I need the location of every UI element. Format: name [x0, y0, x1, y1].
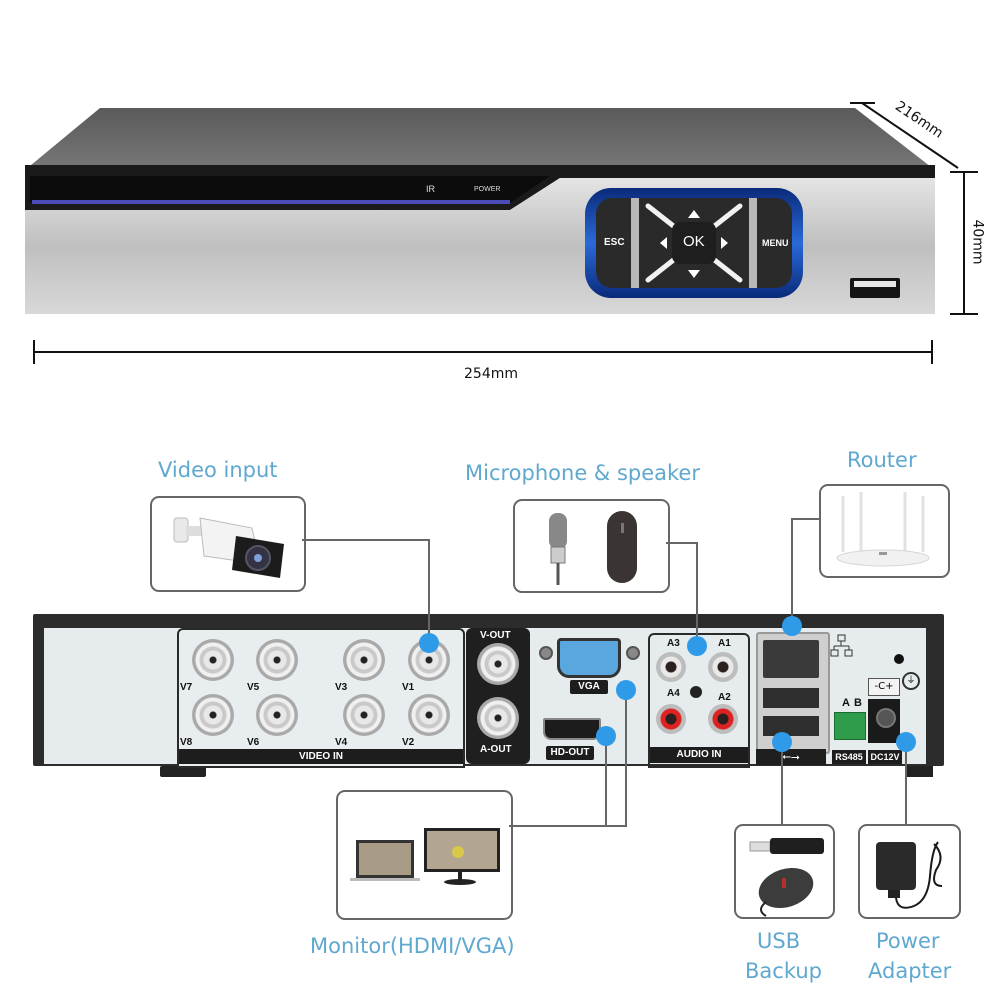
- channel-label-v7: V7: [180, 682, 193, 693]
- audio-label-a3: A3: [667, 638, 680, 649]
- ok-button: OK: [683, 233, 705, 250]
- audio-in-label: AUDIO IN: [650, 747, 748, 763]
- power-adapter-box: [858, 824, 961, 919]
- arrow-down-icon: [688, 270, 700, 278]
- channel-label-v8: V8: [180, 737, 193, 748]
- power-adapter-icon: [876, 841, 943, 909]
- audio-in-block: [648, 633, 750, 768]
- monitor-box: [336, 790, 513, 920]
- ir-label: IR: [426, 184, 435, 194]
- bnc-port-v7: [192, 639, 234, 681]
- bnc-port-v4: [343, 694, 385, 736]
- hdmi-connector-dot: [596, 726, 616, 746]
- video-input-title: Video input: [158, 458, 278, 482]
- bnc-port-v3: [343, 639, 385, 681]
- vga-port: [557, 638, 621, 678]
- a-out-label: A-OUT: [480, 744, 512, 755]
- v-out-port: [477, 643, 519, 685]
- vga-screw-right: [626, 646, 640, 660]
- camera-icon: [173, 517, 284, 578]
- bnc-port-v6: [256, 694, 298, 736]
- channel-label-v2: V2: [402, 737, 415, 748]
- ground-screw: [690, 686, 702, 698]
- channel-label-v6: V6: [247, 737, 260, 748]
- reset-hole: [894, 654, 904, 664]
- rs485-a-label: A: [842, 697, 850, 709]
- rca-port-a2: [708, 704, 738, 734]
- video-input-connector-dot: [419, 633, 439, 653]
- menu-button: MENU: [762, 238, 789, 248]
- dvr-top-surface: [25, 108, 935, 170]
- video-in-label: VIDEO IN: [179, 749, 463, 764]
- dc12v-label: DC12V: [868, 750, 902, 764]
- bnc-port-v2: [408, 694, 450, 736]
- channel-label-v5: V5: [247, 682, 260, 693]
- rear-usb-port-1: [763, 688, 819, 708]
- v-out-label: V-OUT: [480, 630, 511, 641]
- width-dimension: 254mm: [464, 366, 518, 382]
- rear-foot-right: [907, 766, 933, 777]
- router-title: Router: [847, 448, 917, 472]
- dvr-front-drawing: [25, 102, 978, 364]
- channel-label-v1: V1: [402, 682, 415, 693]
- network-icon: [830, 634, 853, 657]
- power-label: POWER: [474, 186, 501, 193]
- vga-connector-dot: [616, 680, 636, 700]
- monitor-icon: [350, 828, 500, 885]
- usb-backup-title-2: Backup: [745, 959, 822, 983]
- rca-port-a1: [708, 652, 738, 682]
- power-connector-dot: [896, 732, 916, 752]
- usb-connector-dot: [772, 732, 792, 752]
- audio-label-a4: A4: [667, 688, 680, 699]
- usb-backup-box: [734, 824, 835, 919]
- vga-label: VGA: [570, 680, 608, 694]
- arrow-up-icon: [688, 210, 700, 218]
- dc-polarity-icon: -C+: [868, 678, 900, 696]
- esc-button: ESC: [604, 237, 625, 248]
- router-box: [819, 484, 950, 578]
- usb-mouse-icon: [749, 838, 824, 917]
- a-out-port: [477, 697, 519, 739]
- router-connector-dot: [782, 616, 802, 636]
- audio-label-a2: A2: [718, 692, 731, 703]
- mic-speaker-title: Microphone & speaker: [465, 461, 700, 485]
- router-icon: [836, 492, 930, 567]
- power-adapter-title-2: Adapter: [868, 959, 952, 983]
- arrow-left-icon: [660, 237, 667, 249]
- power-adapter-title-1: Power: [876, 929, 940, 953]
- camera-box: [150, 496, 306, 592]
- lan-port: [763, 640, 819, 678]
- mic-speaker-icon: [549, 511, 637, 585]
- rs485-terminal: [834, 712, 866, 740]
- rs485-label: RS485: [832, 750, 866, 764]
- bnc-port-v8: [192, 694, 234, 736]
- rca-port-a4: [656, 704, 686, 734]
- usb-symbol-icon: ⭠⭢: [756, 749, 826, 765]
- rear-foot-left: [160, 766, 206, 777]
- monitor-title: Monitor(HDMI/VGA): [310, 934, 515, 958]
- channel-label-v4: V4: [335, 737, 348, 748]
- bnc-port-v5: [256, 639, 298, 681]
- rear-usb-port-2: [763, 716, 819, 736]
- earth-ground-icon: ⏚: [902, 672, 920, 690]
- arrow-right-icon: [721, 237, 728, 249]
- audio-label-a1: A1: [718, 638, 731, 649]
- rs485-b-label: B: [854, 697, 862, 709]
- rca-port-a3: [656, 652, 686, 682]
- audio-connector-dot: [687, 636, 707, 656]
- vga-screw-left: [539, 646, 553, 660]
- hd-out-label: HD-OUT: [546, 746, 594, 760]
- usb-backup-title-1: USB: [757, 929, 801, 953]
- mic-speaker-box: [513, 499, 670, 593]
- dimension-lines: [33, 102, 978, 364]
- channel-label-v3: V3: [335, 682, 348, 693]
